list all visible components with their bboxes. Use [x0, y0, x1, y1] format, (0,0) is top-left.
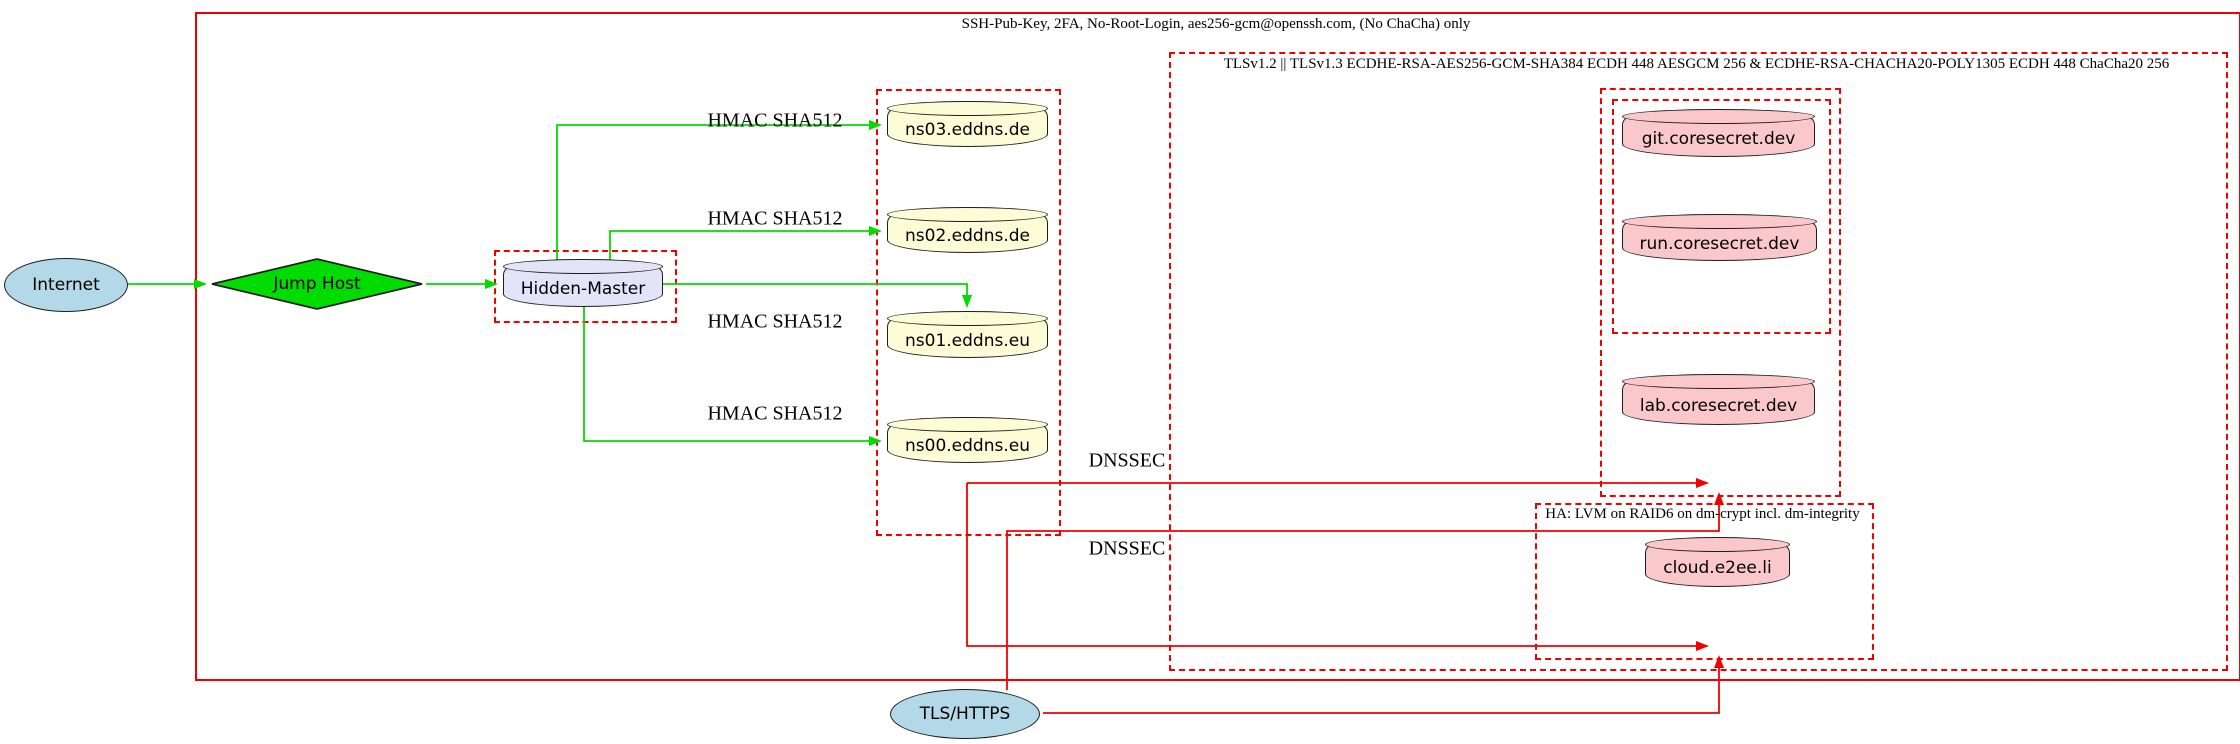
- node-jump-host: Jump Host: [210, 258, 424, 310]
- edge-tls-to-ha: [1043, 655, 1724, 714]
- node-tls-https: TLS/HTTPS: [890, 689, 1040, 739]
- cylinder-lid: [1622, 374, 1815, 389]
- node-ns00: ns00.eddns.eu: [887, 417, 1048, 463]
- node-ns00-label: ns00.eddns.eu: [905, 436, 1030, 456]
- edge-hiddenmaster-to-ns02: [609, 226, 882, 260]
- node-cloud-label: cloud.e2ee.li: [1663, 558, 1772, 578]
- edge-label-dnssec-1: DNSSEC: [1088, 449, 1166, 472]
- node-ns01: ns01.eddns.eu: [887, 311, 1048, 358]
- cylinder-lid: [1622, 214, 1817, 229]
- edge-label-hmac-4: HMAC SHA512: [707, 402, 843, 425]
- edge-label-hmac-1: HMAC SHA512: [707, 109, 843, 132]
- node-ns01-label: ns01.eddns.eu: [905, 330, 1030, 351]
- cluster-tls-label: TLSv1.2 || TLSv1.3 ECDHE-RSA-AES256-GCM-…: [1223, 56, 2170, 72]
- cylinder-lid: [887, 207, 1048, 222]
- node-ns02-label: ns02.eddns.de: [905, 226, 1030, 246]
- node-lab: lab.coresecret.dev: [1622, 374, 1815, 425]
- node-run: run.coresecret.dev: [1622, 214, 1817, 261]
- node-run-label: run.coresecret.dev: [1639, 233, 1800, 254]
- edge-label-hmac-3: HMAC SHA512: [707, 310, 843, 333]
- cluster-nameservers-box: [876, 89, 1061, 536]
- node-tls-https-label: TLS/HTTPS: [919, 704, 1011, 724]
- edge-dnssec-to-ha: [966, 483, 1709, 651]
- edge-hiddenmaster-to-ns03: [556, 120, 882, 260]
- cylinder-lid: [887, 417, 1048, 432]
- node-lab-label: lab.coresecret.dev: [1639, 395, 1798, 416]
- diamond-shape: [211, 258, 423, 310]
- cylinder-lid: [1645, 537, 1790, 552]
- edge-tls-to-coresecret: [1006, 492, 1724, 690]
- node-internet: Internet: [4, 258, 128, 312]
- cylinder-lid: [1622, 109, 1815, 124]
- cylinder-lid: [503, 259, 663, 274]
- cylinder-lid: [887, 311, 1048, 326]
- node-hidden-master: Hidden-Master: [503, 259, 663, 307]
- node-git-label: git.coresecret.dev: [1641, 129, 1796, 149]
- node-jump-host-label: Jump Host: [273, 274, 361, 294]
- cluster-ssh-label: SSH-Pub-Key, 2FA, No-Root-Login, aes256-…: [961, 16, 1471, 32]
- cluster-coresecret-inner-box: [1612, 99, 1831, 334]
- node-ns03: ns03.eddns.de: [887, 101, 1048, 147]
- edge-label-dnssec-2: DNSSEC: [1088, 537, 1166, 560]
- node-cloud: cloud.e2ee.li: [1645, 537, 1790, 587]
- cluster-tls-box: [1169, 52, 2228, 671]
- edge-label-hmac-2: HMAC SHA512: [707, 207, 843, 230]
- node-hidden-master-label: Hidden-Master: [520, 279, 646, 299]
- node-internet-label: Internet: [32, 275, 100, 295]
- cylinder-lid: [887, 101, 1048, 116]
- node-ns03-label: ns03.eddns.de: [905, 120, 1030, 140]
- edge-hiddenmaster-to-ns01: [663, 283, 972, 308]
- edge-hiddenmaster-to-ns00: [583, 307, 882, 446]
- node-git: git.coresecret.dev: [1622, 109, 1815, 157]
- cluster-ha-box: [1535, 503, 1874, 660]
- node-ns02: ns02.eddns.de: [887, 207, 1048, 253]
- cluster-ha-label: HA: LVM on RAID6 on dm-crypt incl. dm-in…: [1545, 506, 1860, 522]
